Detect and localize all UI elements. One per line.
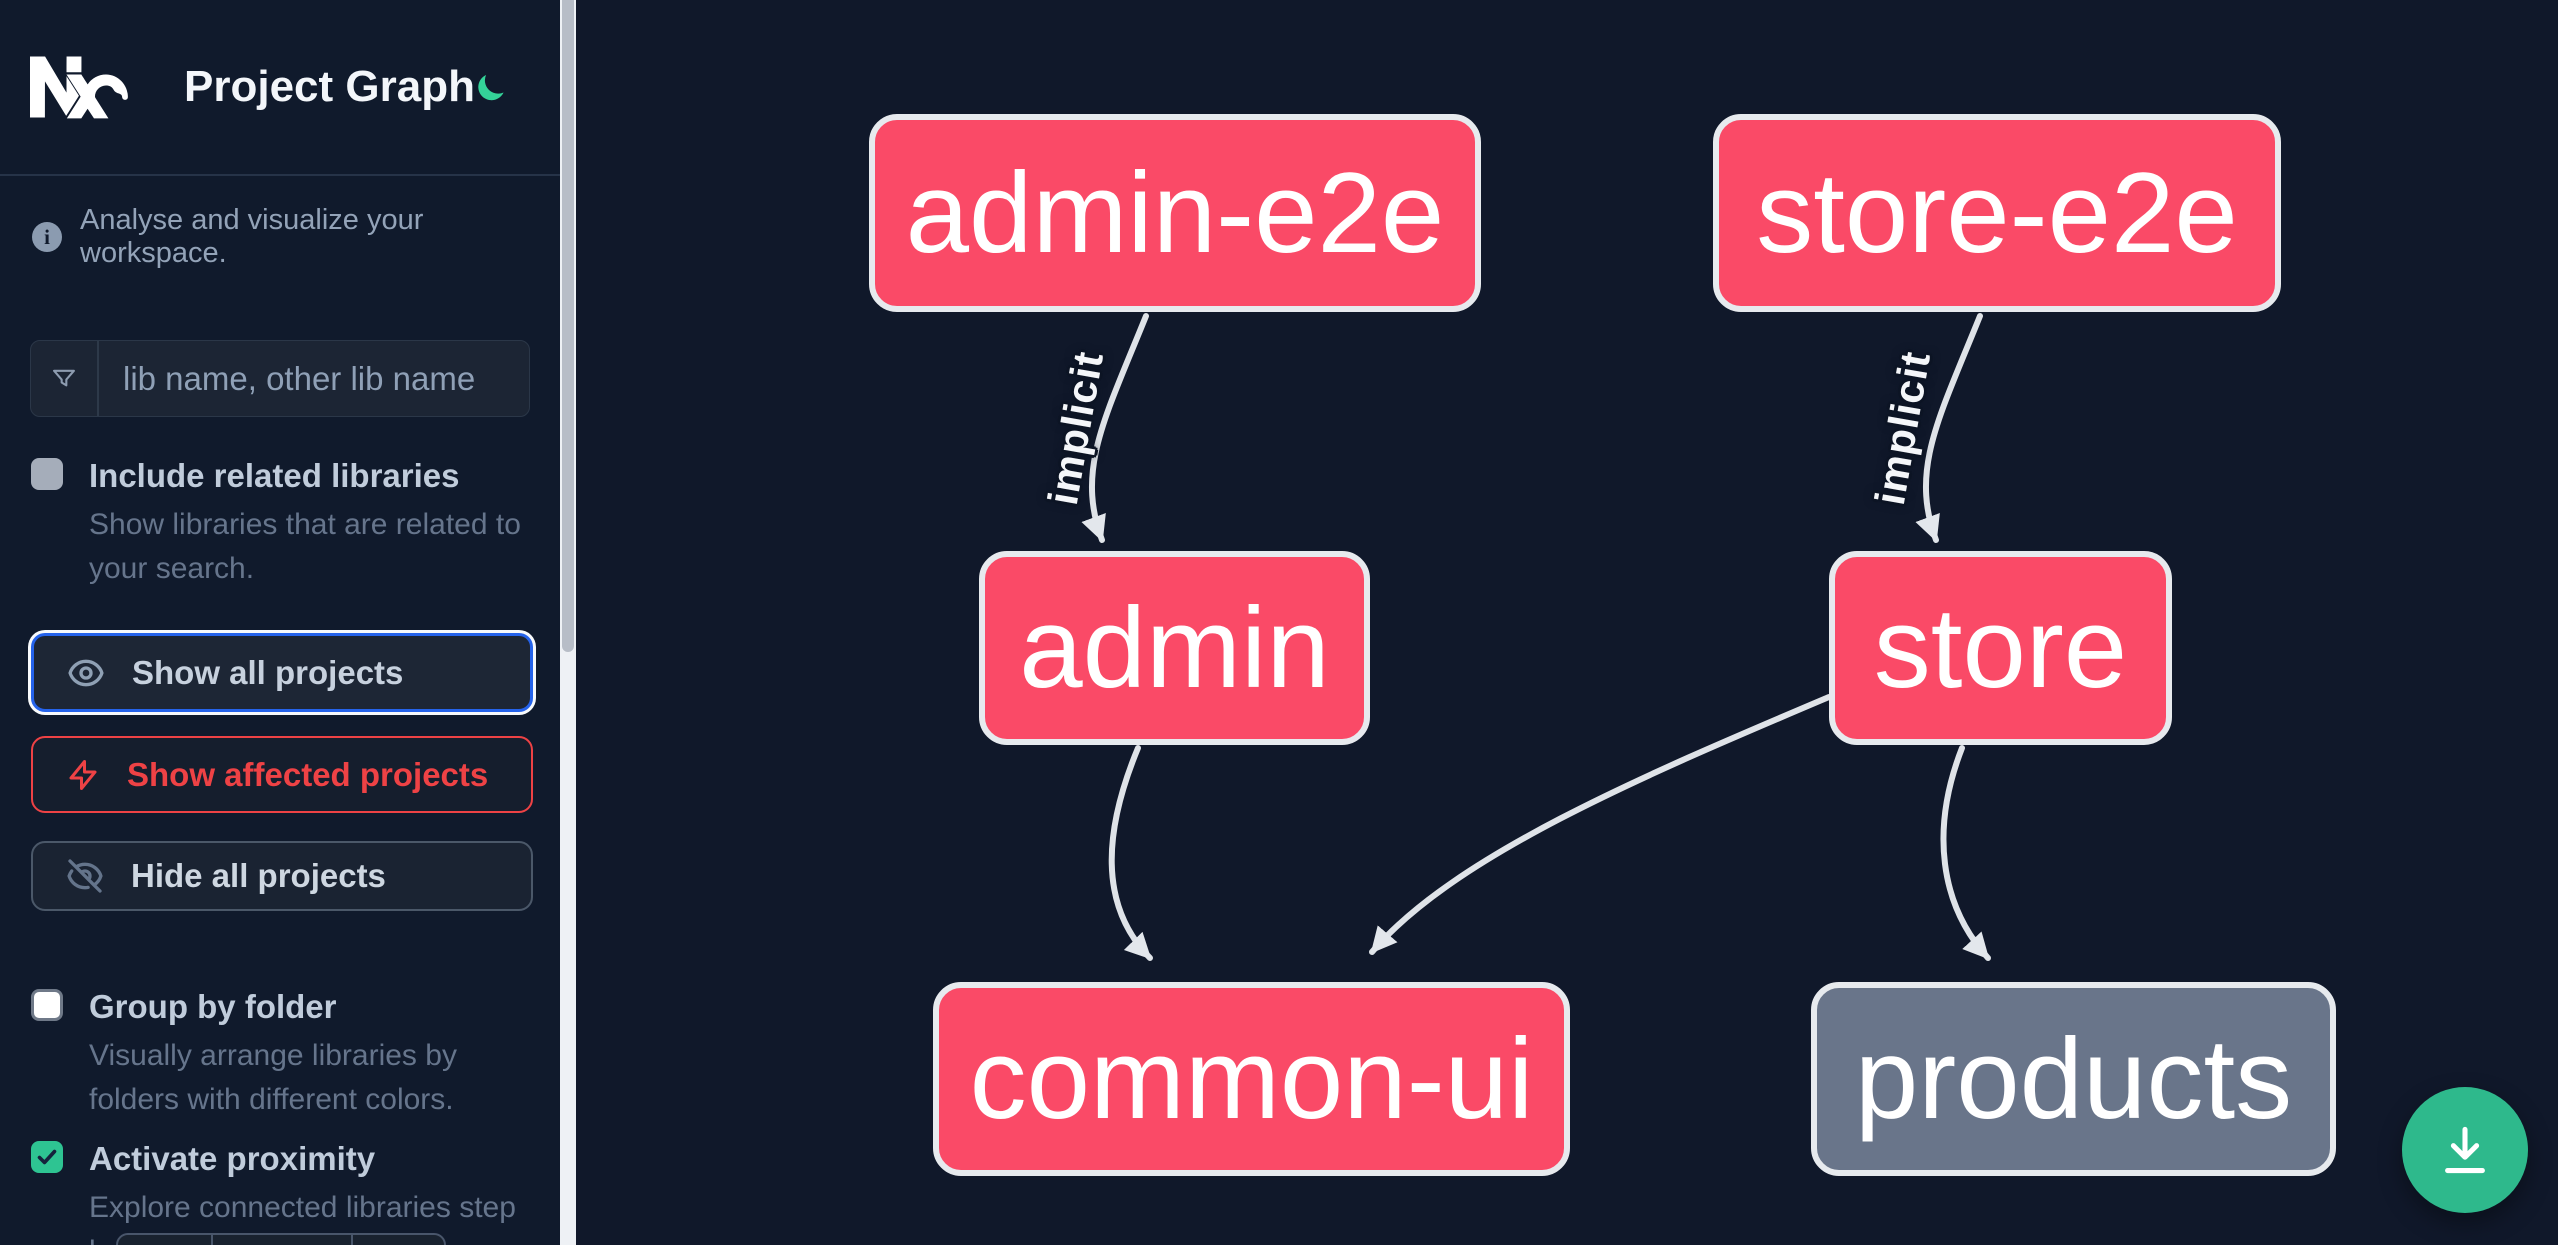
eye-slash-icon — [67, 859, 103, 893]
activate-proximity-checkbox[interactable] — [31, 1141, 63, 1173]
option-description: Visually arrange libraries by folders wi… — [89, 1039, 457, 1116]
option-label: Group by folder — [89, 988, 337, 1025]
proximity-increment-button[interactable] — [353, 1235, 444, 1245]
edge-label-implicit: implicit — [1865, 347, 1940, 509]
proximity-depth-control — [116, 1233, 446, 1245]
option-group-by-folder: Group by folder Visually arrange librari… — [31, 986, 530, 1122]
graph-node-common-ui[interactable]: common-ui — [933, 982, 1570, 1176]
show-all-projects-button[interactable]: Show all projects — [31, 633, 533, 712]
bolt-icon — [69, 759, 97, 790]
button-label: Hide all projects — [131, 857, 386, 894]
edge-store-products — [1940, 745, 1991, 961]
option-activate-proximity: Activate proximity Explore connected lib… — [31, 1138, 530, 1245]
proximity-value — [213, 1235, 353, 1245]
edge-label-implicit: implicit — [1038, 347, 1113, 509]
sidebar-header: Project Graph — [0, 0, 560, 176]
graph-node-products[interactable]: products — [1811, 982, 2336, 1176]
eye-icon — [68, 659, 104, 686]
sidebar: Project Graph i Analyse and visualize yo… — [0, 0, 560, 1245]
sidebar-scrollbar-track[interactable] — [560, 0, 576, 1245]
page-title: Project Graph — [184, 62, 475, 111]
include-related-checkbox[interactable] — [31, 458, 63, 490]
check-icon — [37, 1149, 57, 1165]
moon-icon[interactable] — [475, 68, 508, 106]
button-label: Show affected projects — [127, 755, 489, 793]
search-input[interactable] — [99, 341, 529, 416]
info-icon: i — [32, 222, 62, 252]
proximity-decrement-button[interactable] — [118, 1235, 213, 1245]
info-text: Analyse and visualize your workspace. — [80, 204, 424, 269]
edge-store-common-ui — [1369, 694, 1832, 955]
group-by-folder-checkbox[interactable] — [31, 989, 63, 1021]
hide-all-projects-button[interactable]: Hide all projects — [31, 841, 533, 911]
download-image-button[interactable] — [2402, 1087, 2528, 1213]
button-label: Show all projects — [132, 653, 404, 691]
edge-admin-common-ui — [1108, 745, 1153, 961]
graph-node-store-e2e[interactable]: store-e2e — [1713, 114, 2281, 312]
edge-store-e2e-store — [1915, 313, 1983, 543]
show-affected-projects-button[interactable]: Show affected projects — [31, 736, 533, 813]
option-include-related: Include related libraries Show libraries… — [31, 455, 530, 591]
option-label: Activate proximity — [89, 1140, 376, 1177]
workspace-info: i Analyse and visualize your workspace. — [32, 204, 530, 270]
download-icon — [2445, 1126, 2485, 1174]
search-box — [30, 340, 530, 417]
graph-node-store[interactable]: store — [1829, 551, 2172, 745]
funnel-icon — [31, 341, 99, 416]
graph-node-admin[interactable]: admin — [979, 551, 1370, 745]
option-label: Include related libraries — [89, 457, 460, 494]
sidebar-scrollbar-thumb[interactable] — [562, 0, 574, 652]
graph-node-admin-e2e[interactable]: admin-e2e — [869, 114, 1481, 312]
option-description: Show libraries that are related to your … — [89, 508, 521, 585]
nx-logo — [30, 56, 128, 119]
